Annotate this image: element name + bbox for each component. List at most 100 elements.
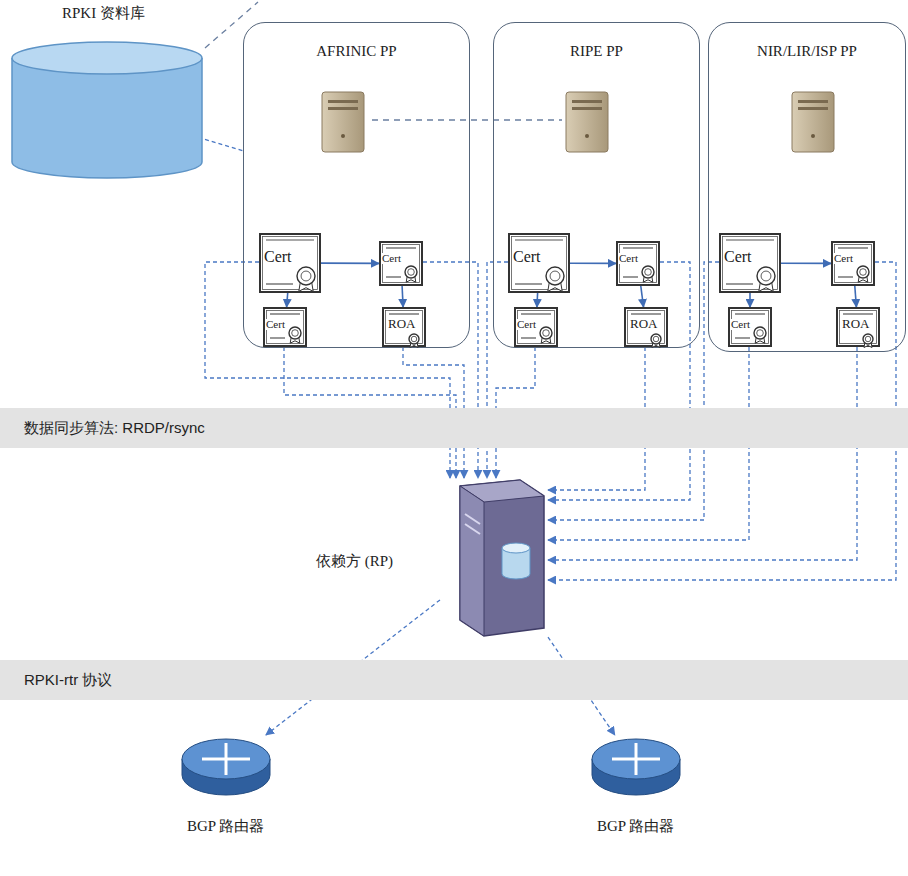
node-label: Cert <box>834 253 853 264</box>
seal <box>409 334 419 344</box>
router-top <box>182 739 270 779</box>
certificate-inner <box>732 311 769 344</box>
node-label: RPKI-rtr 协议 <box>24 660 908 700</box>
seal <box>289 327 301 339</box>
seal <box>651 334 661 344</box>
arrow-connector <box>855 286 857 307</box>
seal-inner <box>408 269 415 276</box>
dashed-connector <box>548 347 857 560</box>
certificate-line <box>623 247 653 248</box>
seal <box>863 334 873 344</box>
node-label: Cert <box>619 253 638 264</box>
node-label: ROA <box>388 317 415 330</box>
disk-top <box>502 543 530 553</box>
arrow-connector <box>287 293 288 307</box>
seal-inner <box>292 330 299 337</box>
certificate-line <box>521 313 551 314</box>
certificate-frame <box>625 308 667 346</box>
seal-inner <box>543 330 550 337</box>
node-label: Cert <box>731 319 750 330</box>
certificate-inner <box>512 237 567 290</box>
certificate-line <box>843 313 873 314</box>
arrow-connector <box>321 262 379 264</box>
certificate-frame <box>832 242 874 285</box>
seal <box>642 266 654 278</box>
node-label: Cert <box>266 319 285 330</box>
seal-inner <box>860 269 867 276</box>
server-tower <box>440 478 548 638</box>
node-label: RPKI 资料库 <box>62 4 145 23</box>
band-node: 数据同步算法: RRDP/rsync <box>0 408 908 448</box>
server-icon <box>322 92 364 152</box>
certificate-line <box>515 283 542 284</box>
seal-inner <box>761 271 771 281</box>
router-arrow <box>635 743 638 759</box>
database-cylinder <box>10 40 205 180</box>
cert-node: Cert <box>719 233 781 293</box>
certificate-inner <box>840 311 877 344</box>
node-label: 数据同步算法: RRDP/rsync <box>24 408 908 448</box>
seal <box>546 267 564 285</box>
router-arrow <box>202 758 226 761</box>
certificate-line <box>838 276 853 277</box>
node-label: ROA <box>842 317 869 330</box>
arrow-connector <box>570 262 616 264</box>
certificate-line <box>386 247 416 248</box>
router-icon <box>590 735 682 797</box>
certificate-frame <box>617 242 659 285</box>
seal-inner <box>865 336 871 342</box>
certificate-inner <box>383 245 420 283</box>
certificate-line <box>389 313 419 314</box>
certificate-line <box>266 239 314 240</box>
certificate-line <box>270 337 285 338</box>
arrow-connector <box>781 262 831 264</box>
certificate-line <box>838 247 868 248</box>
node-label: 依赖方 (RP) <box>316 552 393 571</box>
leader-line <box>205 2 258 48</box>
certificate-frame <box>729 308 771 346</box>
node-label: Cert <box>382 253 401 264</box>
router-arrow <box>225 759 228 775</box>
node-label: Cert <box>517 319 536 330</box>
cert-node: Cert <box>379 241 423 286</box>
router-arrow <box>225 743 228 759</box>
certificate-line <box>631 313 661 314</box>
cylinder-body <box>12 58 202 178</box>
node-label: AFRINIC PP <box>244 43 469 60</box>
certificate-line <box>515 239 563 240</box>
certificate-inner <box>518 311 555 344</box>
seal <box>540 327 552 339</box>
certificate-frame <box>720 234 780 292</box>
seal-inner <box>653 336 659 342</box>
certificate-inner <box>263 237 318 290</box>
tower-body <box>460 480 544 636</box>
certificate-line <box>726 239 774 240</box>
seal <box>754 327 766 339</box>
node-label: NIR/LIR/ISP PP <box>709 43 905 60</box>
dashed-connector <box>205 139 243 150</box>
cert-node: Cert <box>728 307 772 347</box>
roa-node: ROA <box>836 307 880 347</box>
panel-node: RIPE PPCertCertCertROA <box>493 22 700 348</box>
node-label: Cert <box>264 249 292 265</box>
certificate-frame <box>509 234 569 292</box>
drive-slot <box>465 524 480 534</box>
seal <box>297 267 315 285</box>
server-icon <box>792 92 834 152</box>
node-label: Cert <box>724 249 752 265</box>
seal <box>405 266 417 278</box>
server-link <box>372 119 562 120</box>
certificate-frame <box>515 308 557 346</box>
panel-node: AFRINIC PPCertCertCertROA <box>243 22 470 348</box>
node-label: Cert <box>513 249 541 265</box>
cert-node: Cert <box>616 241 660 286</box>
cert-node: Cert <box>508 233 570 293</box>
certificate-inner <box>386 311 423 344</box>
arrow-connector <box>749 293 751 307</box>
router-arrow <box>635 759 638 775</box>
router-node: BGP 路由器 <box>590 735 682 797</box>
certificate-frame <box>837 308 879 346</box>
certificate-line <box>726 283 753 284</box>
tower-front <box>460 486 484 636</box>
certificate-frame <box>383 308 425 346</box>
